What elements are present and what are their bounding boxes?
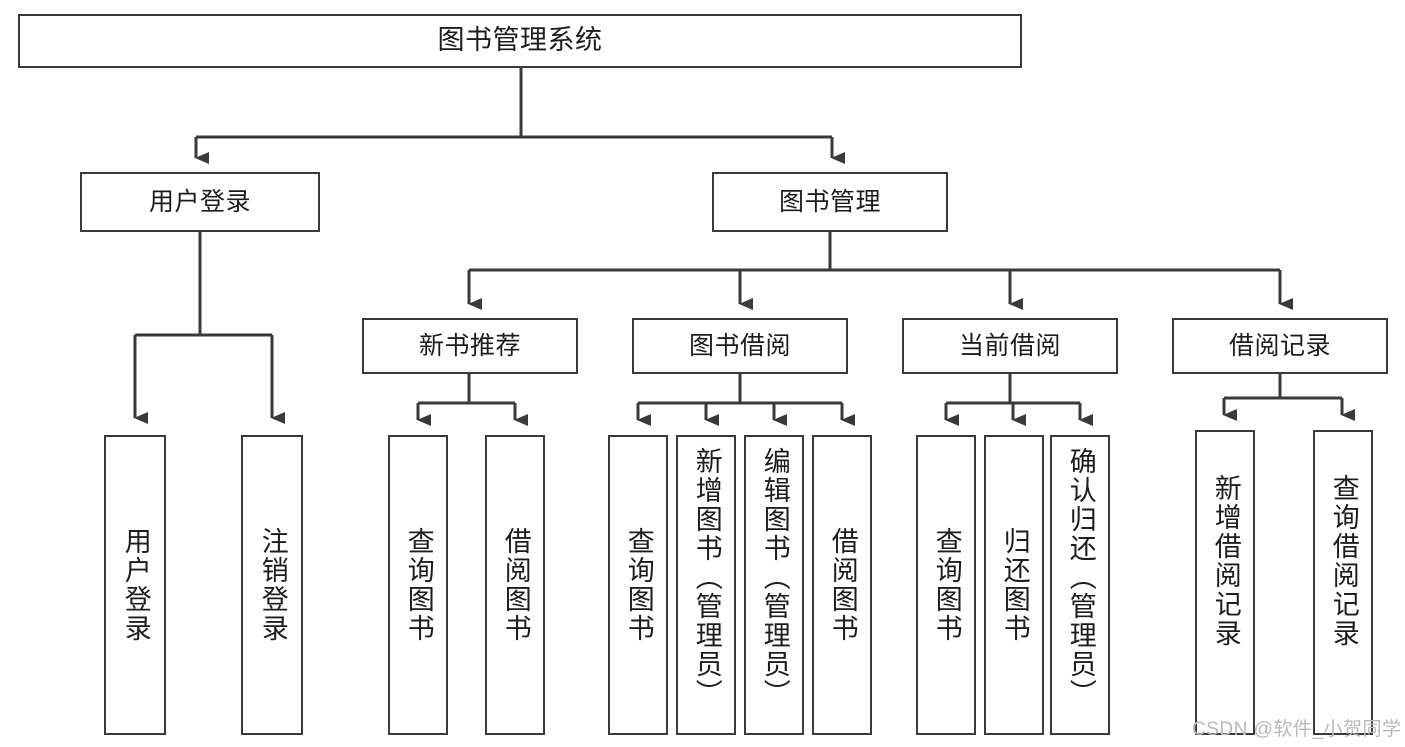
leaf-add-borrow-record[interactable]: 新增借阅记录 xyxy=(1195,430,1255,735)
node-book-management[interactable]: 图书管理 xyxy=(712,172,948,232)
node-borrow-record[interactable]: 借阅记录 xyxy=(1172,318,1388,374)
leaf-query-book-current[interactable]: 查询图书 xyxy=(916,435,976,735)
node-label: 用户登录 xyxy=(148,187,251,216)
leaf-add-book-admin[interactable]: 新增图书（管理员） xyxy=(676,435,736,735)
watermark: CSDN @软件_小贺同学 xyxy=(1192,719,1402,740)
leaf-user-login[interactable]: 用户登录 xyxy=(104,435,166,735)
leaf-borrow-book-new[interactable]: 借阅图书 xyxy=(485,435,545,735)
node-label: 借阅图书 xyxy=(827,527,858,643)
node-label: 确认归还（管理员） xyxy=(1065,447,1096,708)
node-label: 编辑图书（管理员） xyxy=(759,447,790,708)
leaf-return-book[interactable]: 归还图书 xyxy=(984,435,1044,735)
node-label: 查询图书 xyxy=(403,527,434,643)
node-label: 注销登录 xyxy=(257,527,288,643)
node-label: 用户登录 xyxy=(120,527,151,643)
node-user-login[interactable]: 用户登录 xyxy=(80,172,320,232)
node-book-management-system[interactable]: 图书管理系统 xyxy=(18,14,1022,68)
node-new-book-recommend[interactable]: 新书推荐 xyxy=(362,318,578,374)
node-label: 新书推荐 xyxy=(418,331,521,360)
node-label: 归还图书 xyxy=(999,527,1030,643)
node-label: 图书管理系统 xyxy=(437,25,603,56)
leaf-edit-book-admin[interactable]: 编辑图书（管理员） xyxy=(744,435,804,735)
leaf-borrow-book[interactable]: 借阅图书 xyxy=(812,435,872,735)
node-label: 图书借阅 xyxy=(688,331,791,360)
node-book-borrow[interactable]: 图书借阅 xyxy=(632,318,848,374)
leaf-query-borrow-record[interactable]: 查询借阅记录 xyxy=(1313,430,1373,735)
leaf-query-book-new[interactable]: 查询图书 xyxy=(388,435,448,735)
node-label: 查询借阅记录 xyxy=(1328,474,1359,648)
leaf-confirm-return-admin[interactable]: 确认归还（管理员） xyxy=(1050,435,1110,735)
node-current-borrow[interactable]: 当前借阅 xyxy=(902,318,1118,374)
node-label: 当前借阅 xyxy=(958,331,1061,360)
node-label: 新增借阅记录 xyxy=(1210,474,1241,648)
node-label: 查询图书 xyxy=(931,527,962,643)
node-label: 查询图书 xyxy=(623,527,654,643)
leaf-logout-login[interactable]: 注销登录 xyxy=(241,435,303,735)
node-label: 借阅图书 xyxy=(500,527,531,643)
node-label: 新增图书（管理员） xyxy=(691,447,722,708)
node-label: 图书管理 xyxy=(778,187,881,216)
node-label: 借阅记录 xyxy=(1228,331,1331,360)
leaf-query-book-borrow[interactable]: 查询图书 xyxy=(608,435,668,735)
